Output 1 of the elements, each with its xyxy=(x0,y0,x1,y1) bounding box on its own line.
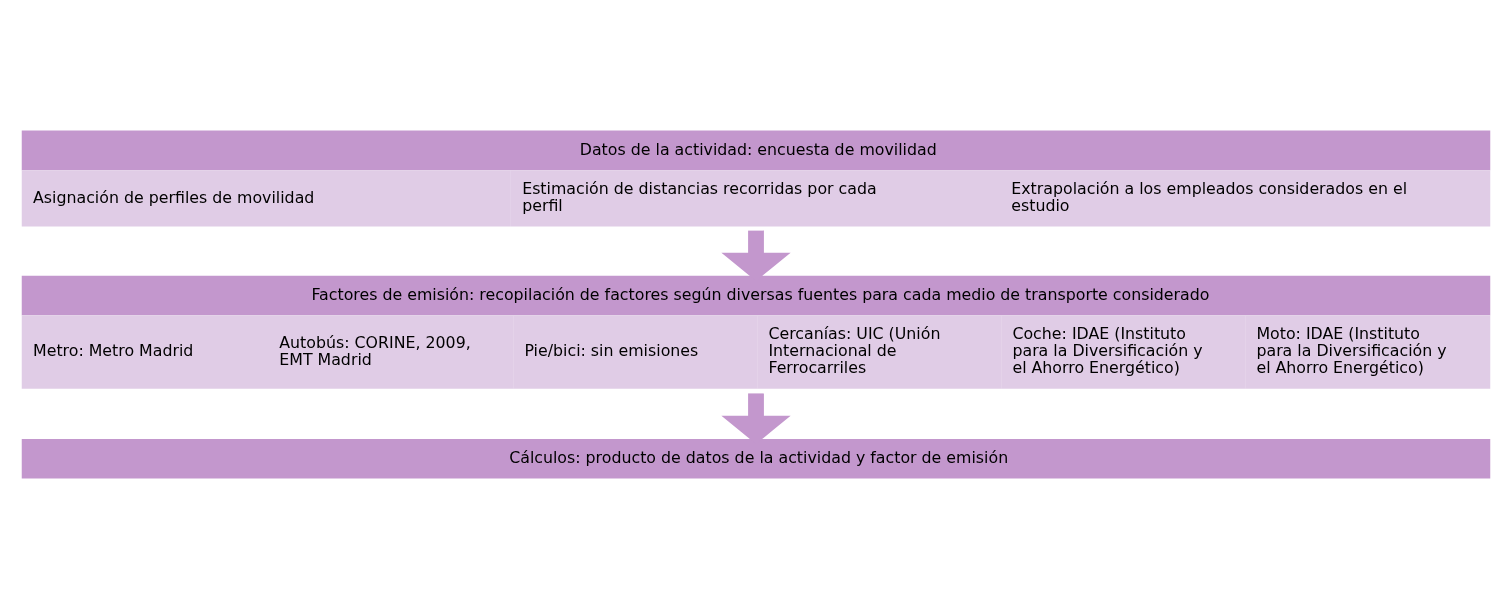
node-box: Cálculos: producto de datos de la actividad y factor de emisión xyxy=(21,438,1491,479)
